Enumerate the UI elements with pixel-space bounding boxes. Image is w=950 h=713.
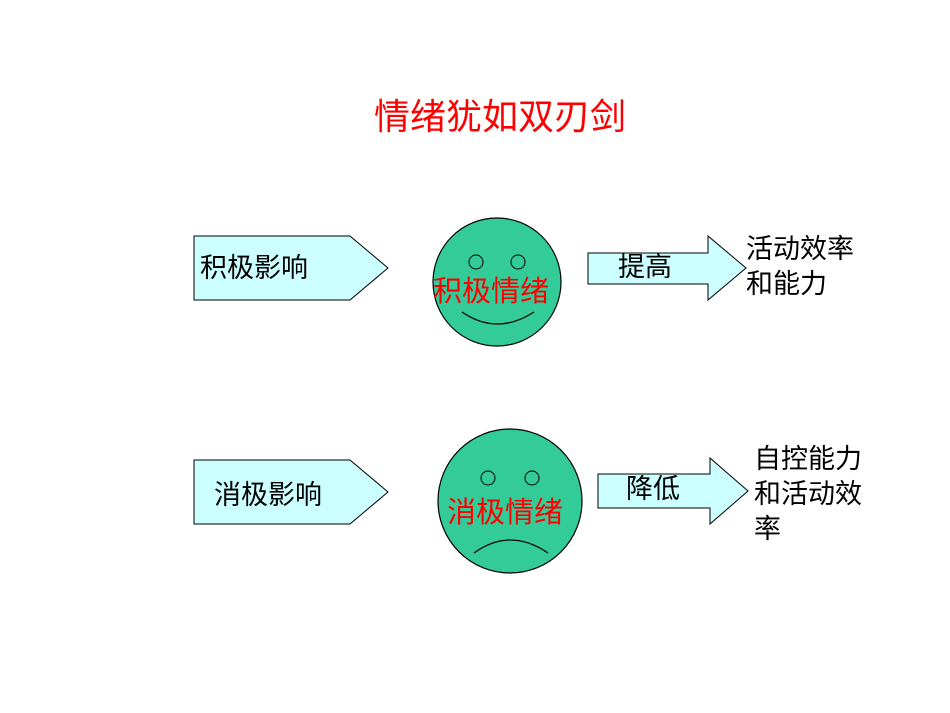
negative-influence-label: 消极影响 xyxy=(214,480,322,511)
positive-result-line: 活动效率 xyxy=(746,234,854,265)
negative-influence-arrow xyxy=(193,459,389,525)
negative-action-label: 降低 xyxy=(626,474,680,505)
positive-result-line: 和能力 xyxy=(746,269,827,300)
negative-action-arrow xyxy=(597,456,749,526)
negative-result: 自控能力 和活动效 率 xyxy=(754,442,862,547)
positive-emotion-label: 积极情绪 xyxy=(433,274,550,308)
sad-face-icon xyxy=(437,428,583,574)
negative-emotion-label: 消极情绪 xyxy=(447,495,564,529)
positive-influence-arrow xyxy=(193,235,389,301)
positive-influence-label: 积极影响 xyxy=(200,253,308,284)
negative-result-line: 自控能力 xyxy=(754,444,862,475)
page-title: 情绪犹如双刃剑 xyxy=(373,97,626,138)
smiley-face-icon xyxy=(432,217,562,347)
positive-action-arrow xyxy=(587,234,747,302)
positive-result: 活动效率 和能力 xyxy=(746,232,854,302)
negative-result-line: 率 xyxy=(754,514,781,545)
positive-action-label: 提高 xyxy=(618,252,672,283)
negative-result-line: 和活动效 xyxy=(754,479,862,510)
